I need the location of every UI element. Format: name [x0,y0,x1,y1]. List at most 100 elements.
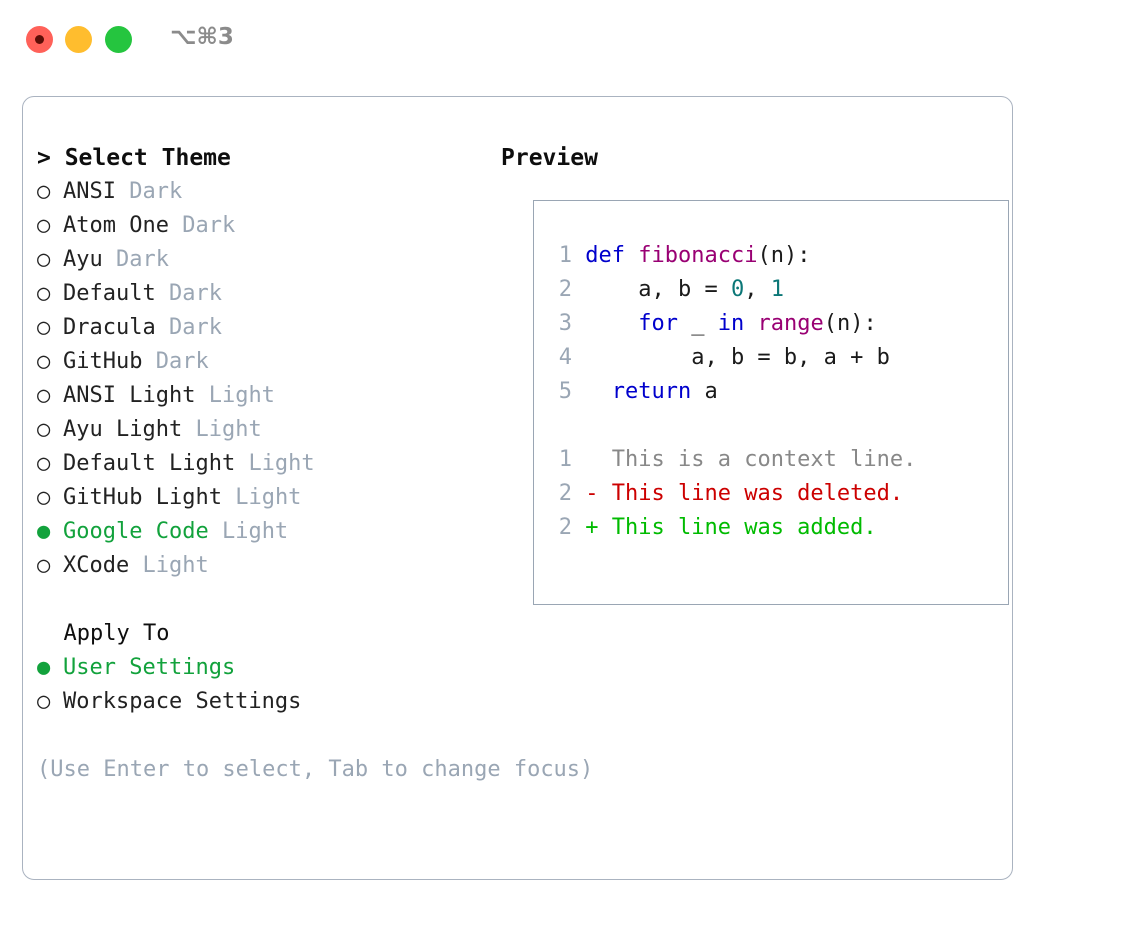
recording-indicator-icon [35,35,44,44]
space [156,315,169,340]
theme-variant-badge: Dark [168,281,222,306]
code-token: 0 [730,277,745,302]
theme-option-github-light[interactable]: ○GitHub Light Light [37,481,497,515]
code-token: in [717,311,745,336]
code-token: range [757,311,824,336]
radio-unselected-icon: ○ [37,383,51,408]
theme-option-ansi-light[interactable]: ○ANSI Light Light [37,379,497,413]
theme-variant-badge: Dark [116,247,169,272]
theme-option-xcode[interactable]: ○ XCode Light [37,549,497,583]
apply-to-option-workspace-settings[interactable]: ○Workspace Settings [37,685,497,719]
theme-variant-badge: Light [195,417,262,442]
theme-option-default-light[interactable]: ○Default Light Light [37,447,497,481]
line-number: 3 [558,311,572,336]
space [182,417,195,442]
code-token: def [585,243,625,268]
theme-option-google-code[interactable]: ●Google Code Light [37,515,497,549]
theme-variant-badge: Light [208,383,275,408]
radio-selected-icon: ● [37,655,51,680]
diff-text: This is a context line. [611,447,917,472]
code-token: for [638,311,678,336]
space [195,383,208,408]
gutter-space [572,447,585,472]
theme-name: GitHub [63,349,143,374]
code-token: a, b = [585,277,731,302]
preview-pane: Preview 1 def fibonacci(n):2 a, b = 0, 1… [501,141,1009,605]
line-number: 2 [558,481,572,506]
theme-variant-badge: Dark [155,349,209,374]
code-line: 4 a, b = b, a + b [546,341,1002,375]
radio-unselected-icon: ○ [37,247,51,272]
code-token: return [611,379,692,404]
theme-selector-pane: > Select Theme ○ANSI Dark○Atom One Dark○… [37,141,594,787]
radio-unselected-icon: ○ [37,179,51,204]
line-number: 1 [558,447,572,472]
theme-option-ayu-light[interactable]: ○Ayu Light Light [37,413,497,447]
theme-option-github[interactable]: ○GitHub Dark [37,345,497,379]
diff-sign: + [585,515,612,540]
space [235,451,248,476]
diff-lines: 1 This is a context line. 2 - This line w… [546,443,1002,545]
apply-to-heading: Apply To [37,621,170,646]
gutter-space [572,515,585,540]
code-token: _ [677,311,718,336]
preview-title: Preview [501,145,598,171]
page-title: > Select Theme [37,145,231,171]
theme-option-atom-one[interactable]: ○Atom One Dark [37,209,497,243]
minimize-button[interactable] [65,26,92,53]
theme-variant-badge: Dark [129,179,183,204]
theme-name: Atom One [63,213,169,238]
radio-unselected-icon: ○ [37,315,51,340]
hint-spacer [37,719,497,753]
line-number: 5 [558,379,572,404]
diff-line-del: 2 - This line was deleted. [546,477,1002,511]
gutter-space [572,345,585,370]
radio-unselected-icon: ○ [37,417,51,442]
line-number: 4 [558,345,572,370]
theme-name: Google Code [63,519,209,544]
gutter-space [572,481,585,506]
space [116,179,129,204]
list-spacer [37,583,497,617]
code-token [585,311,638,336]
space [103,247,116,272]
theme-list[interactable]: ○ANSI Dark○Atom One Dark○Ayu Dark○Defaul… [37,175,497,583]
theme-name: Ayu [63,247,103,272]
diff-line-add: 2 + This line was added. [546,511,1002,545]
radio-unselected-icon: ○ [37,553,51,578]
code-token [744,311,757,336]
space [169,213,182,238]
theme-option-dracula[interactable]: ○Dracula Dark [37,311,497,345]
theme-name: XCode [63,553,130,578]
theme-variant-badge: Light [235,485,302,510]
code-token: (n): [823,311,877,336]
gutter-space [572,379,585,404]
apply-to-option-user-settings[interactable]: ●User Settings [37,651,497,685]
theme-option-default[interactable]: ○Default Dark [37,277,497,311]
space [222,485,235,510]
theme-name: GitHub Light [63,485,222,510]
theme-name: Dracula [63,315,156,340]
code-line: 3 for _ in range(n): [546,307,1002,341]
apply-to-list[interactable]: ●User Settings○Workspace Settings [37,651,497,719]
code-token [585,379,612,404]
diff-sign [585,447,612,472]
code-token: 1 [770,277,784,302]
diff-text: This line was deleted. [611,481,904,506]
maximize-button[interactable] [105,26,132,53]
diff-text: This line was added. [611,515,877,540]
app-window: > Select Theme ○ANSI Dark○Atom One Dark○… [22,96,1013,880]
theme-variant-badge: Light [221,519,289,544]
theme-option-ansi[interactable]: ○ANSI Dark [37,175,497,209]
code-token [625,243,638,268]
theme-option-ayu[interactable]: ○ Ayu Dark [37,243,497,277]
space [142,349,155,374]
code-diff-gap [546,409,1002,443]
keyboard-hint-text: (Use Enter to select, Tab to change focu… [37,757,594,782]
theme-variant-badge: Light [142,553,209,578]
code-token: a, b = b, a + b [585,345,890,370]
